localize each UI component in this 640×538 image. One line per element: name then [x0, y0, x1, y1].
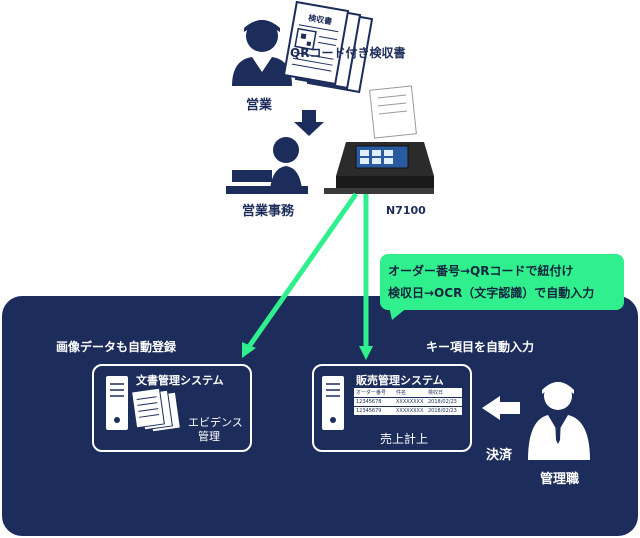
down-arrow-icon — [294, 110, 324, 136]
table-header: オーダー番号 — [356, 390, 387, 396]
qr-invoice-label: QRコード付き検収書 — [290, 46, 406, 60]
sales-label: 営業 — [246, 98, 273, 113]
sales-table-header: オーダー番号 件名 検収日 — [354, 388, 462, 398]
scanner-model-label: N7100 — [386, 204, 426, 217]
qr-invoice-documents-icon: 検収書 — [282, 0, 374, 94]
sales-person-icon — [232, 20, 292, 86]
table-header: 検収日 — [428, 390, 444, 396]
sales-office-label: 営業事務 — [242, 204, 295, 219]
sales-table: オーダー番号 件名 検収日 12345678 XXXXXXXX 2018/02/… — [354, 388, 462, 415]
left-heading: 画像データも自動登録 — [56, 340, 177, 354]
sales-system-title: 販売管理システム — [356, 374, 444, 387]
table-cell: 12345678 — [356, 399, 382, 405]
table-row: 12345679 XXXXXXXX 2018/02/23 — [354, 407, 462, 415]
callout-line-2: 検収日→OCR（文字認識）で自動入力 — [388, 286, 595, 300]
doc-system-box: 文書管理システム エビデンス 管理 — [92, 364, 252, 452]
scanner-connectors — [245, 192, 369, 350]
sales-system-box: 販売管理システム オーダー番号 件名 検収日 12345678 XXXXXXXX… — [312, 364, 472, 452]
approval-label: 決済 — [486, 448, 513, 463]
left-arrow-icon — [482, 396, 520, 420]
table-header: 件名 — [396, 390, 407, 396]
evidence-label-1: エビデンス — [188, 416, 243, 429]
table-cell: XXXXXXXX — [396, 408, 424, 414]
arrow-to-doc-system — [242, 342, 256, 358]
arrow-to-sales-system — [359, 346, 373, 360]
sales-server-icon — [322, 376, 344, 430]
doc-server-icon — [106, 376, 128, 430]
evidence-label-2: 管理 — [198, 430, 220, 443]
scanner-icon — [324, 85, 434, 194]
right-heading: キー項目を自動入力 — [426, 340, 535, 354]
sales-office-worker-icon — [226, 137, 308, 194]
table-cell: 2018/02/23 — [428, 408, 457, 414]
manager-icon — [528, 382, 590, 460]
revenue-label: 売上計上 — [380, 432, 429, 446]
manager-label: 管理職 — [540, 472, 580, 487]
table-cell: XXXXXXXX — [396, 399, 424, 405]
table-cell: 2018/02/23 — [428, 399, 457, 405]
doc-system-title: 文書管理システム — [136, 374, 224, 387]
table-row: 12345678 XXXXXXXX 2018/02/23 — [354, 398, 462, 407]
callout-line-1: オーダー番号→QRコードで紐付け — [388, 264, 574, 278]
invoice-heading: 検収書 — [307, 12, 332, 26]
callout-box: オーダー番号→QRコードで紐付け 検収日→OCR（文字認識）で自動入力 — [380, 254, 624, 310]
table-cell: 12345679 — [356, 408, 382, 414]
evidence-documents-icon — [131, 387, 181, 433]
